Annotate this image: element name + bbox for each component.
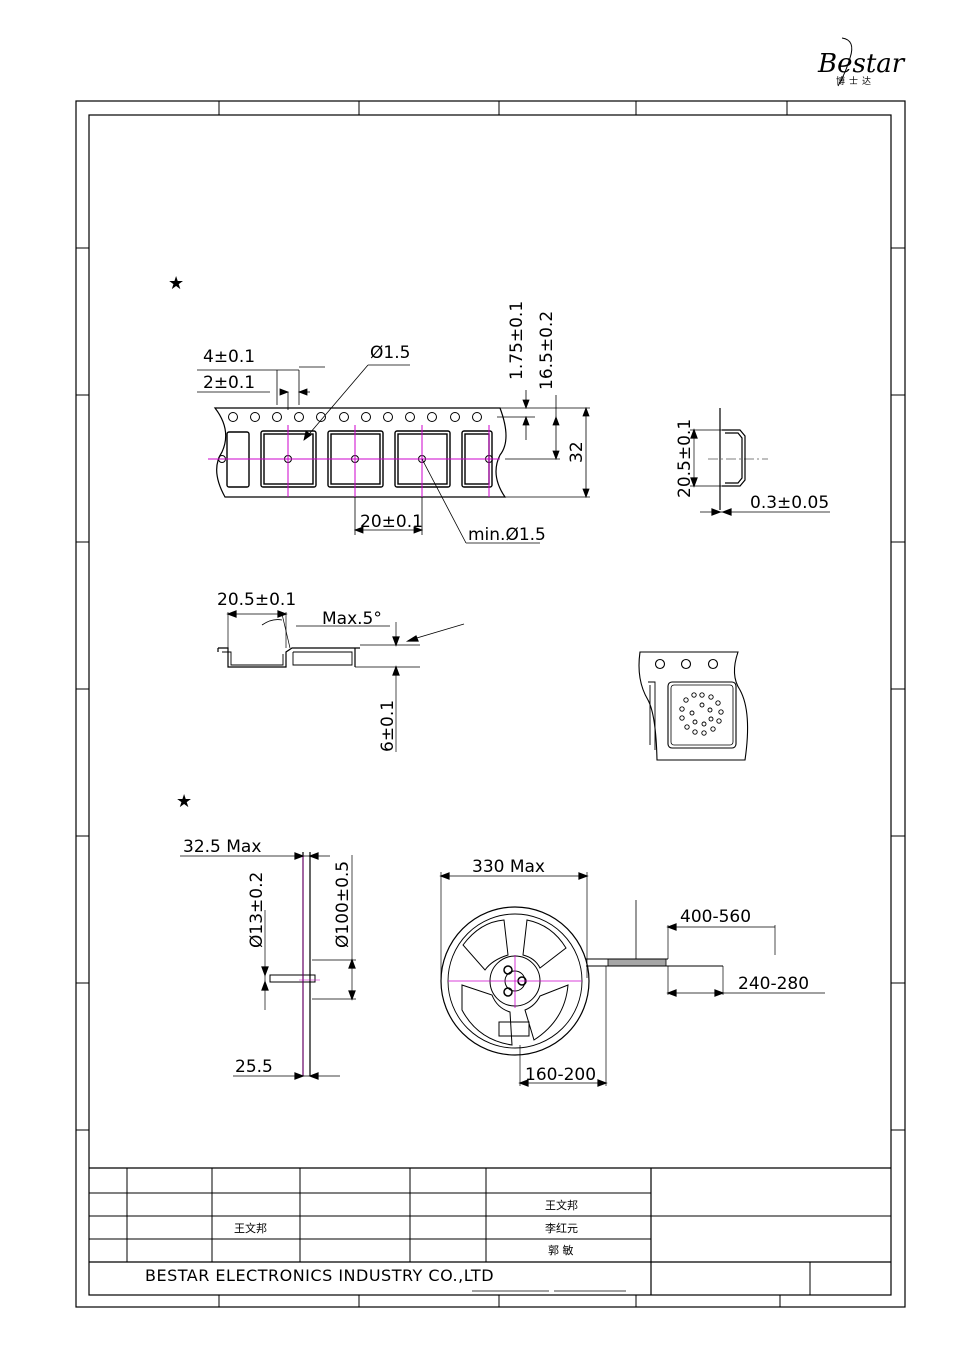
dim-pocket-depth: 6±0.1 [378, 700, 398, 752]
tape-side-section [690, 408, 830, 516]
dim-center-distance: 16.5±0.2 [537, 311, 557, 390]
drawn-by-name: 王文邦 [234, 1221, 267, 1235]
dim-empty-length: 240-280 [738, 974, 809, 994]
tape-dimension-lines [197, 364, 590, 544]
dim-trailer-length: 160-200 [525, 1065, 596, 1085]
dim-angle: Max.5° [322, 609, 382, 629]
drawing-frame [75, 100, 906, 1308]
reel-center-lines [448, 955, 582, 1008]
dim-pocket-pitch: 20±0.1 [360, 512, 423, 532]
designer-name: 王文邦 [545, 1198, 578, 1212]
brand-name: Bestar [817, 49, 906, 79]
pocket-profile [217, 610, 465, 752]
dim-hub-width: 25.5 [235, 1057, 273, 1077]
dim-leader-length: 400-560 [680, 907, 751, 927]
checked-by-name: 李红元 [545, 1221, 578, 1235]
dim-hole-pitch: 4±0.1 [203, 347, 255, 367]
dim-reel-diameter: 330 Max [472, 857, 545, 877]
dim-hole-offset: 2±0.1 [203, 373, 255, 393]
brand-chinese: 博士达 [836, 75, 875, 87]
component-isometric [638, 651, 749, 761]
dim-edge-distance: 1.75±0.1 [507, 301, 527, 380]
carrier-tape-top-view [213, 407, 590, 498]
sprocket-holes [228, 412, 482, 422]
star-icon: ★ [168, 273, 184, 294]
sound-holes [679, 692, 724, 736]
company-name: BESTAR ELECTRONICS INDUSTRY CO.,LTD [145, 1266, 494, 1285]
dim-tape-width: 32 [567, 441, 587, 463]
star-icon: ★ [176, 791, 192, 812]
dim-reel-width: 32.5 Max [183, 837, 261, 857]
dim-hole-diameter: Ø1.5 [370, 343, 410, 363]
dim-thickness: 0.3±0.05 [750, 493, 829, 513]
dim-pocket-width: 20.5±0.1 [217, 590, 296, 610]
reel-side-view [180, 852, 356, 1080]
dim-core-diameter: Ø100±0.5 [333, 861, 353, 948]
dim-side-height: 20.5±0.1 [675, 419, 695, 498]
approved-by-name: 郭 敏 [548, 1243, 574, 1257]
dim-min-diameter: min.Ø1.5 [468, 525, 546, 545]
center-lines [208, 425, 500, 497]
title-block [89, 1167, 891, 1295]
dim-hub-diameter: Ø13±0.2 [247, 872, 267, 948]
bestar-logo: Bestar 博士达 [817, 37, 906, 87]
